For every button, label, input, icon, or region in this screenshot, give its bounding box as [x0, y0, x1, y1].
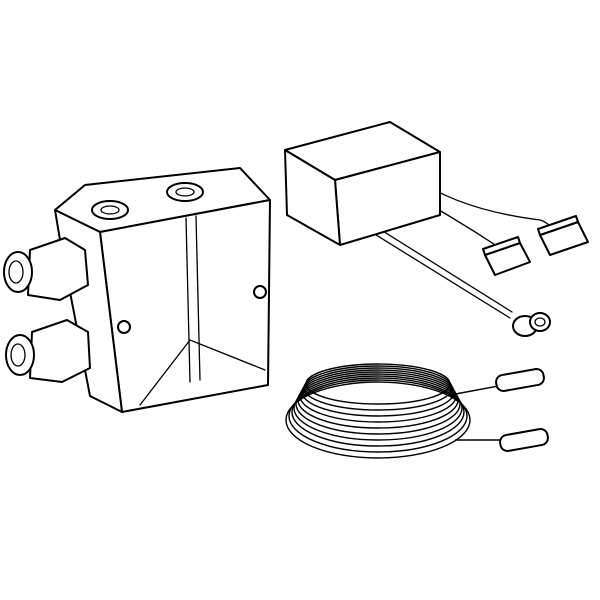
cable-connector-bottom [499, 428, 549, 452]
screw-icon [117, 320, 131, 334]
flat-connector-right [537, 215, 589, 256]
cable-coil [285, 363, 549, 459]
cable-gland-lower [5, 319, 91, 383]
top-port-left [91, 200, 129, 220]
power-supply-unit [284, 121, 589, 337]
junction-box [3, 167, 271, 413]
screw-icon [253, 285, 267, 299]
angled-plug [512, 312, 551, 337]
top-port-right [166, 182, 204, 202]
cable-connector-top [495, 368, 545, 392]
flat-connector-left [482, 236, 531, 276]
cable-gland-upper [3, 237, 89, 301]
